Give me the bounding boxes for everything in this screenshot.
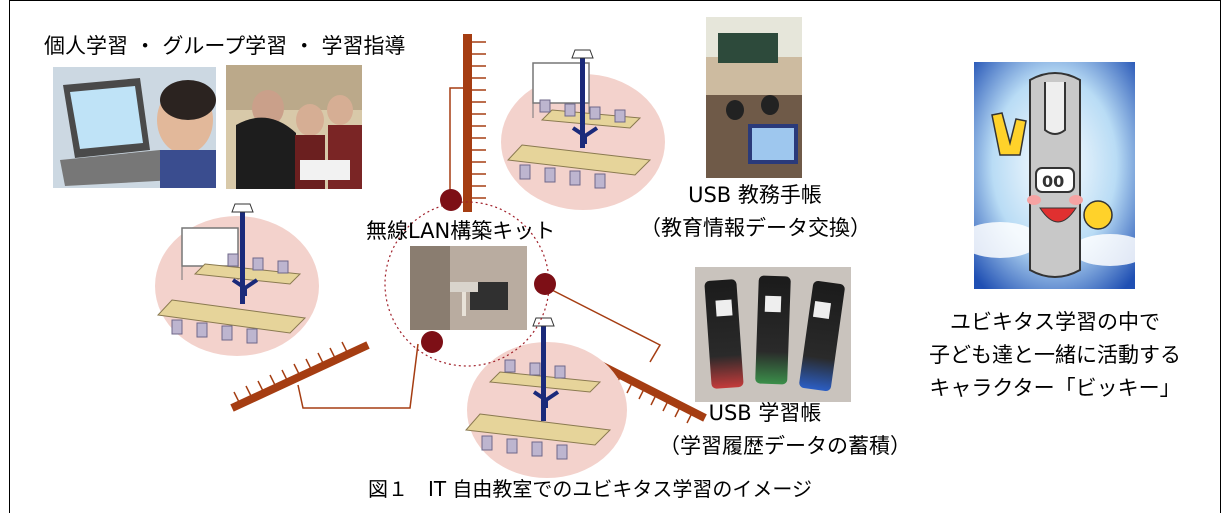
svg-text:00: 00 [1042, 172, 1064, 191]
usb-devices-photo [695, 267, 851, 402]
classroom-photo [706, 17, 802, 178]
group-learning-photo [226, 65, 362, 189]
learning-modes-label: 個人学習 ・ グループ学習 ・ 学習指導 [44, 34, 406, 58]
classroom-top-right [501, 49, 665, 210]
antenna-left [230, 341, 419, 412]
node-bottom [421, 331, 443, 353]
usb-notebook-subtitle: （教育情報データ交換） [640, 216, 871, 240]
character-caption-line1: ユビキタス学習の中で [950, 310, 1160, 334]
figure-caption: 図１ IT 自由教室でのユビキタス学習のイメージ [367, 477, 813, 501]
antenna-top [449, 34, 486, 212]
character-bikki-image: 00 [960, 62, 1148, 289]
figure-frame [9, 0, 1221, 513]
wireless-kit-photo [410, 246, 527, 330]
classroom-bottom [464, 317, 627, 478]
usb-study-book-title: USB 学習帳 [708, 401, 822, 425]
usb-study-book-subtitle: （学習履歴データの蓄積） [659, 434, 911, 458]
character-caption-line3: キャラクター「ビッキー」 [929, 376, 1181, 400]
node-top [440, 189, 462, 211]
student-laptop-photo [53, 67, 216, 188]
character-caption-line2: 子ども達と一緒に活動する [929, 343, 1181, 367]
wireless-kit-label: 無線LAN構築キット [366, 219, 556, 243]
node-right [534, 273, 556, 295]
classroom-left [155, 203, 319, 356]
usb-notebook-title: USB 教務手帳 [688, 183, 822, 207]
